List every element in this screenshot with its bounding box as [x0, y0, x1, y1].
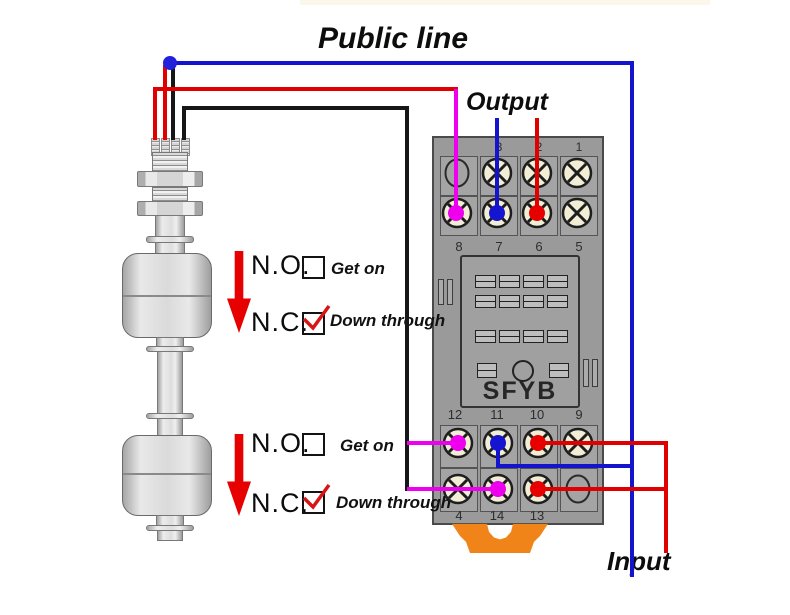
switch-black-lead-1: [171, 65, 175, 140]
terminal-6-label: 6: [535, 239, 543, 254]
public-line-label: Public line: [318, 22, 469, 55]
terminal-13-label: 13: [529, 508, 545, 523]
switch-red-lead-2: [163, 65, 167, 140]
public-line-blue-horizontal: [170, 61, 632, 65]
output-label: Output: [466, 88, 548, 116]
panel-circle: [512, 360, 534, 382]
threaded-stem: [152, 187, 188, 202]
terminal-5-label: 5: [575, 239, 583, 254]
panel-slot: [549, 363, 569, 378]
no-label-lower: N.O.: [251, 428, 311, 458]
nc-checkbox-lower: [302, 491, 325, 514]
input-label: Input: [607, 546, 671, 576]
side-slot: [583, 359, 589, 387]
tube-end: [157, 530, 183, 541]
terminal-13-dot: [530, 481, 546, 497]
public-line-junction-dot: [163, 56, 177, 70]
magenta-wire-to-terminal-12: [407, 441, 460, 445]
input-blue-horizontal: [496, 464, 634, 468]
stem: [155, 215, 185, 237]
down-arrow-lower: [227, 434, 251, 516]
black-wire-horizontal: [182, 106, 409, 110]
input-red-horizontal-1: [538, 441, 668, 445]
panel-slot: [475, 295, 496, 308]
input-red-vertical: [664, 441, 668, 553]
terminal-8-label: 8: [455, 239, 463, 254]
no-state-lower: Get on: [340, 436, 394, 455]
terminal-11-dot: [490, 435, 506, 451]
center-tube: [157, 418, 183, 436]
float-seam: [123, 473, 211, 475]
magenta-wire-to-terminal-14: [407, 487, 500, 491]
terminal-14-dot: [490, 481, 506, 497]
panel-slot: [547, 295, 568, 308]
panel-slot: [523, 295, 544, 308]
pin-number-2: 2: [535, 140, 543, 154]
no-label-upper: N.O.: [251, 250, 311, 280]
brand-text: SFYB: [482, 377, 558, 405]
panel-slot: [499, 330, 520, 343]
terminal-6-dot: [529, 205, 545, 221]
side-slot: [447, 279, 453, 305]
center-tube: [157, 351, 183, 414]
side-slot: [438, 279, 444, 305]
no-checkbox-lower: [302, 433, 325, 456]
top-strip: [300, 0, 710, 5]
down-arrow-upper: [227, 251, 251, 333]
switch-black-lead-2: [182, 108, 186, 140]
panel-slot: [475, 330, 496, 343]
panel-slot: [477, 363, 497, 378]
output-blue-lead: [495, 118, 499, 215]
red-check-icon: [302, 483, 331, 510]
terminal-7-label: 7: [495, 239, 503, 254]
input-red-horizontal-2: [538, 487, 668, 491]
pin-number-1: 1: [575, 140, 583, 154]
terminal-10-dot: [530, 435, 546, 451]
terminal-14-label: 14: [489, 508, 505, 523]
panel-slot: [523, 330, 544, 343]
terminal-12-label: 12: [447, 407, 463, 422]
terminal-8-dot: [448, 205, 464, 221]
din-rail-clip: [452, 523, 548, 553]
terminal-10-label: 10: [529, 407, 545, 422]
relay-center-panel: SFYB: [460, 255, 580, 408]
panel-slot: [499, 275, 520, 288]
nc-state-lower: Down through: [336, 493, 452, 512]
lower-float: [122, 435, 212, 516]
magenta-wire-to-terminal-8: [454, 89, 458, 215]
panel-slot: [547, 330, 568, 343]
switch-red-lead-1: [153, 89, 157, 140]
red-check-icon: [302, 304, 331, 331]
panel-slot: [475, 275, 496, 288]
nc-state-upper: Down through: [330, 311, 446, 330]
terminal-11-label: 11: [490, 407, 504, 422]
screw-1: [561, 157, 593, 189]
input-blue-stub: [496, 443, 500, 466]
output-red-lead: [535, 118, 539, 215]
float-seam: [123, 295, 211, 297]
nc-label-lower: N.C.: [251, 488, 309, 518]
nc-label-upper: N.C.: [251, 307, 309, 337]
upper-float: [122, 253, 212, 338]
panel-slot: [523, 275, 544, 288]
no-checkbox-upper: [302, 256, 325, 279]
hex-nut-lower: [137, 201, 203, 216]
terminal-7-dot: [489, 205, 505, 221]
pin-number-3: 3: [495, 140, 503, 154]
side-slot: [592, 359, 598, 387]
nc-checkbox-upper: [302, 312, 325, 335]
screw-5: [561, 197, 593, 229]
terminal-4-label: 4: [455, 508, 463, 523]
terminal-12-dot: [450, 435, 466, 451]
public-line-blue-vertical: [630, 61, 634, 577]
hex-nut-upper: [137, 171, 203, 187]
red-wire-horizontal: [153, 87, 458, 91]
terminal-9-label: 9: [575, 407, 583, 422]
panel-slot: [499, 295, 520, 308]
panel-slot: [547, 275, 568, 288]
black-wire-vertical: [405, 108, 409, 491]
no-state-upper: Get on: [331, 259, 385, 278]
